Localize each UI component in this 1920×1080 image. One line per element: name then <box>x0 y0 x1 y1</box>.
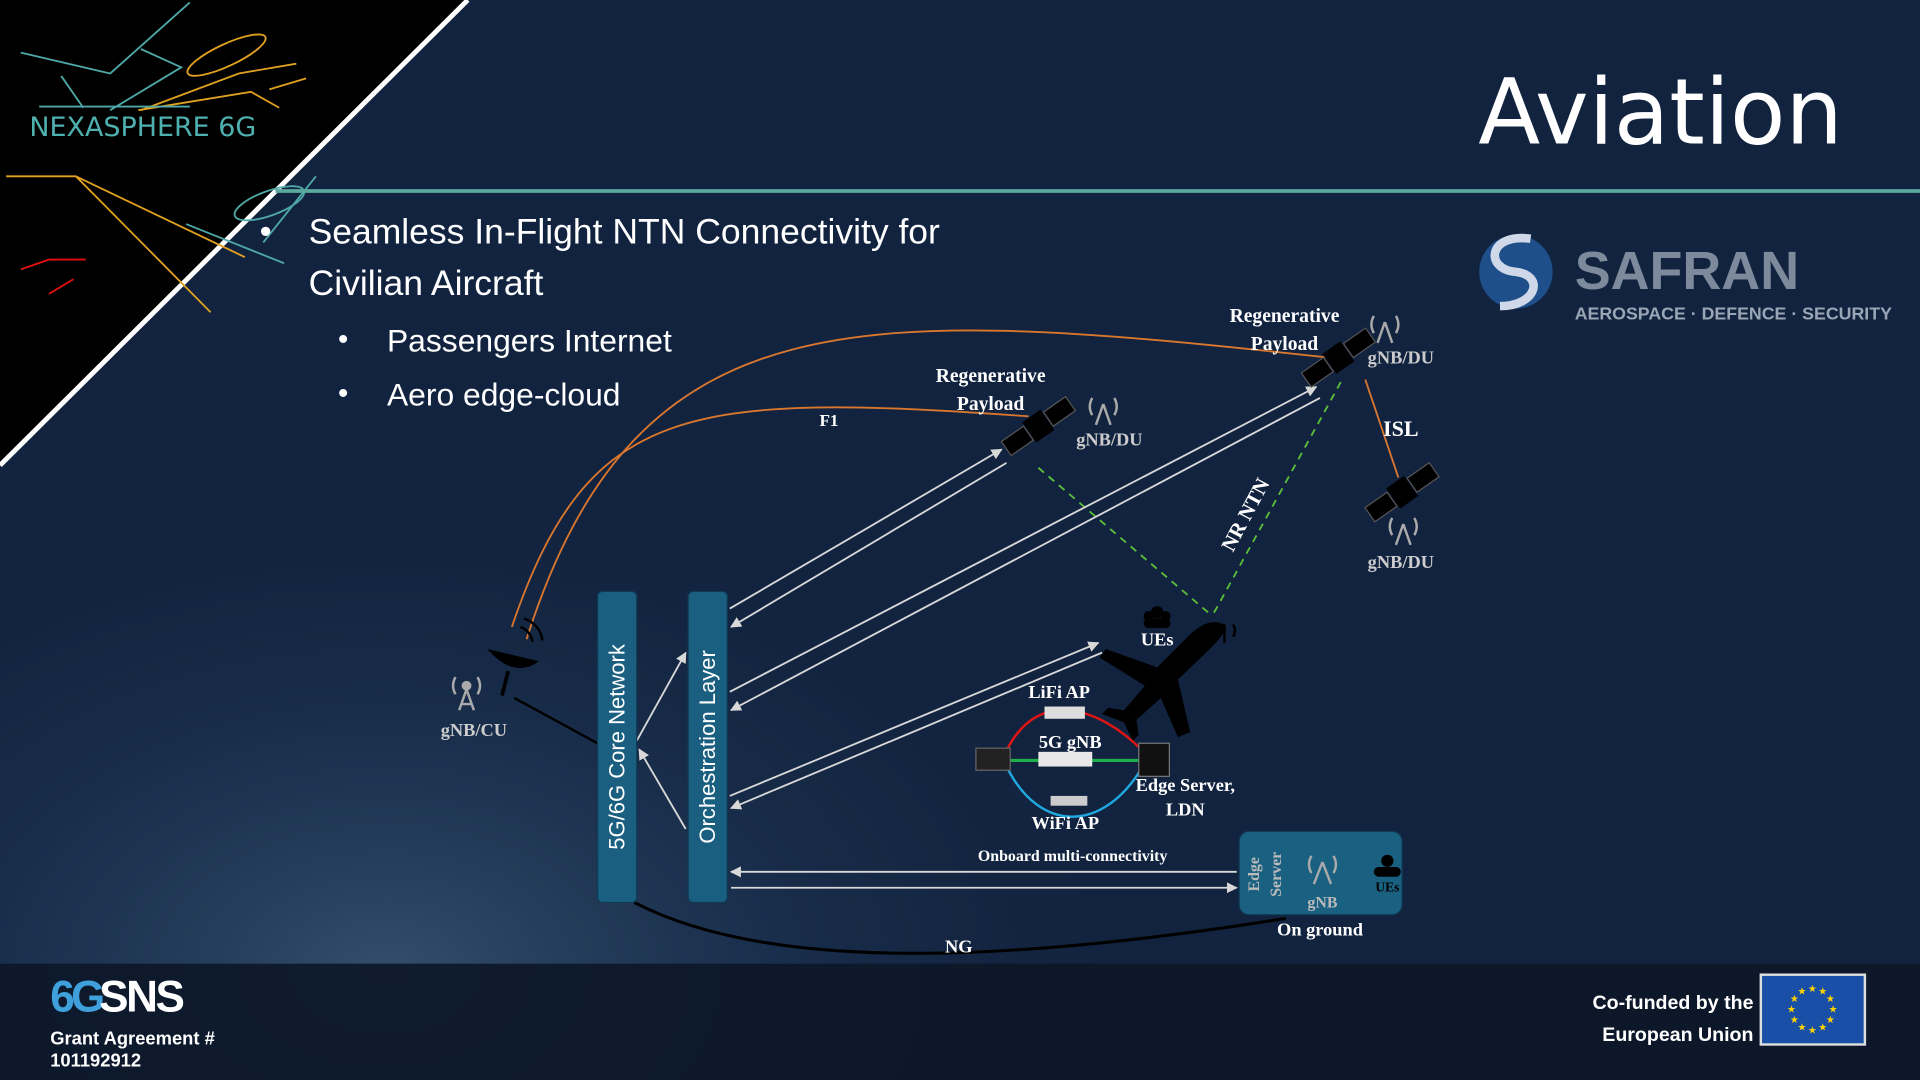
airplane-icon <box>1099 622 1226 741</box>
data-links <box>635 386 1321 894</box>
eu-star-icon: ★ <box>1808 984 1817 995</box>
eu-star-icon: ★ <box>1818 987 1827 998</box>
svg-text:6G: 6G <box>50 972 103 1021</box>
sat2-title: Regenerative <box>1230 306 1340 327</box>
eu-star-icon: ★ <box>1826 994 1835 1005</box>
core-network-block[interactable]: 5G/6G Core Network <box>596 590 638 904</box>
eu-star-icon: ★ <box>1797 987 1806 998</box>
svg-text:SNS: SNS <box>99 972 183 1021</box>
eu-star-icon: ★ <box>1818 1023 1827 1034</box>
f1-label: F1 <box>819 411 838 430</box>
sat1-title: Regenerative <box>936 366 1046 387</box>
gnb5g-label: 5G gNB <box>1039 732 1102 752</box>
users-icon <box>1373 854 1401 877</box>
satellite-icon <box>1364 461 1440 523</box>
eu-star-icon: ★ <box>1829 1005 1838 1016</box>
eu-star-icon: ★ <box>1790 1015 1799 1026</box>
safran-logo: SAFRAN AEROSPACE · DEFENCE · SECURITY <box>1479 233 1892 324</box>
sat2-title: Payload <box>1251 334 1319 355</box>
cofunded-label: Co-funded by the <box>1593 992 1754 1014</box>
satellite-dish-icon <box>487 617 544 696</box>
on-ground-block[interactable]: Edge Server gNB UEs <box>1238 830 1403 916</box>
cofunded-label: European Union <box>1602 1024 1753 1046</box>
nr-ntn-link <box>1037 467 1213 617</box>
bullet-sub-2: Aero edge-cloud <box>387 376 621 412</box>
isl-link <box>1364 379 1400 478</box>
satellite-icon <box>1000 395 1077 457</box>
orchestration-layer-block[interactable]: Orchestration Layer <box>687 590 728 904</box>
bullet-sub-1: Passengers Internet <box>387 322 672 358</box>
lifi-label: LiFi AP <box>1028 682 1090 702</box>
cell-tower-icon <box>451 676 482 711</box>
grant-label: Grant Agreement # <box>50 1027 215 1048</box>
svg-text:5G/6G Core Network: 5G/6G Core Network <box>604 643 629 850</box>
eu-star-icon: ★ <box>1790 994 1799 1005</box>
on-ground-label: On ground <box>1277 920 1363 940</box>
nr-ntn-link <box>1211 381 1342 617</box>
gnb-cu-label: gNB/CU <box>441 720 507 740</box>
svg-text:gNB: gNB <box>1307 894 1337 911</box>
lifi-ap-icon <box>1044 706 1085 719</box>
users-icon <box>1143 606 1171 629</box>
sat1-title: Payload <box>957 394 1025 415</box>
eu-flag-icon: ★★★★★★★★★★★★ <box>1759 973 1867 1046</box>
bullet-main-2: Civilian Aircraft <box>309 263 544 303</box>
sat1-label: gNB/DU <box>1076 430 1142 450</box>
satellite-icon <box>1300 327 1377 388</box>
wifi-router-icon <box>1050 795 1088 806</box>
svg-text:UEs: UEs <box>1375 879 1399 894</box>
edge-server-label: LDN <box>1166 800 1206 820</box>
6g-sns-logo: 6G SNS <box>50 972 186 1021</box>
nexasphere-logo: NEXASPHERE 6G <box>0 0 470 468</box>
onboard-label: Onboard multi-connectivity <box>978 848 1168 865</box>
sat3-label: gNB/DU <box>1368 552 1434 572</box>
bullet-icon: • <box>260 212 272 250</box>
svg-text:SAFRAN: SAFRAN <box>1575 241 1799 301</box>
project-logo-text: NEXASPHERE 6G <box>29 112 256 143</box>
earth-background <box>0 367 1103 1080</box>
svg-text:Edge: Edge <box>1246 857 1263 891</box>
sat2-label: gNB/DU <box>1368 348 1434 368</box>
ng-link <box>633 901 1286 955</box>
eu-star-icon: ★ <box>1826 1015 1835 1026</box>
eu-star-icon: ★ <box>1787 1005 1796 1016</box>
edge-server-icon <box>1138 742 1170 777</box>
seatback-screen-icon <box>975 747 1011 771</box>
bullet-icon: • <box>338 377 348 410</box>
wifi-link <box>1006 768 1143 818</box>
grant-number: 101192912 <box>50 1050 141 1071</box>
ng-label: NG <box>945 937 973 957</box>
bullet-icon: • <box>338 323 348 356</box>
f1-link <box>525 329 1329 640</box>
cell-tower-icon <box>1307 855 1338 885</box>
svg-text:Server: Server <box>1268 852 1285 897</box>
svg-text:Orchestration Layer: Orchestration Layer <box>695 650 720 843</box>
svg-text:AEROSPACE · DEFENCE · SECURITY: AEROSPACE · DEFENCE · SECURITY <box>1575 304 1892 324</box>
page-title: Aviation <box>1478 60 1843 165</box>
isl-label: ISL <box>1383 416 1419 441</box>
bullet-main-1: Seamless In-Flight NTN Connectivity for <box>309 212 940 252</box>
f1-link <box>510 406 1029 628</box>
edge-server-label: Edge Server, <box>1136 775 1235 795</box>
gnb-device-icon <box>1038 751 1093 767</box>
eu-star-icon: ★ <box>1808 1025 1817 1036</box>
ues-label: UEs <box>1141 629 1174 649</box>
wifi-label: WiFi AP <box>1032 813 1100 833</box>
cell-tower-icon <box>1088 315 1418 546</box>
footer <box>0 963 1920 1080</box>
antenna-icon <box>1212 623 1237 643</box>
eu-star-icon: ★ <box>1797 1023 1806 1034</box>
